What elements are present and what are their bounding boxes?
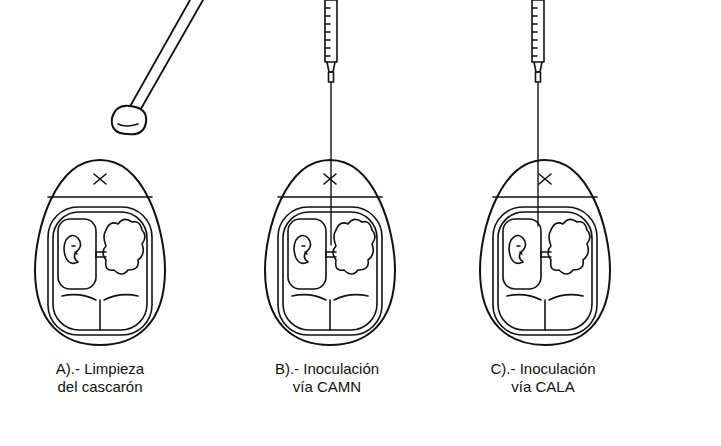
- figure-caption: A).- Limpieza del cascarón: [48, 360, 152, 396]
- figure-caption: B).- Inoculación vía CAMN: [266, 360, 388, 396]
- figure-caption: C).- Inoculación vía CALA: [482, 360, 604, 396]
